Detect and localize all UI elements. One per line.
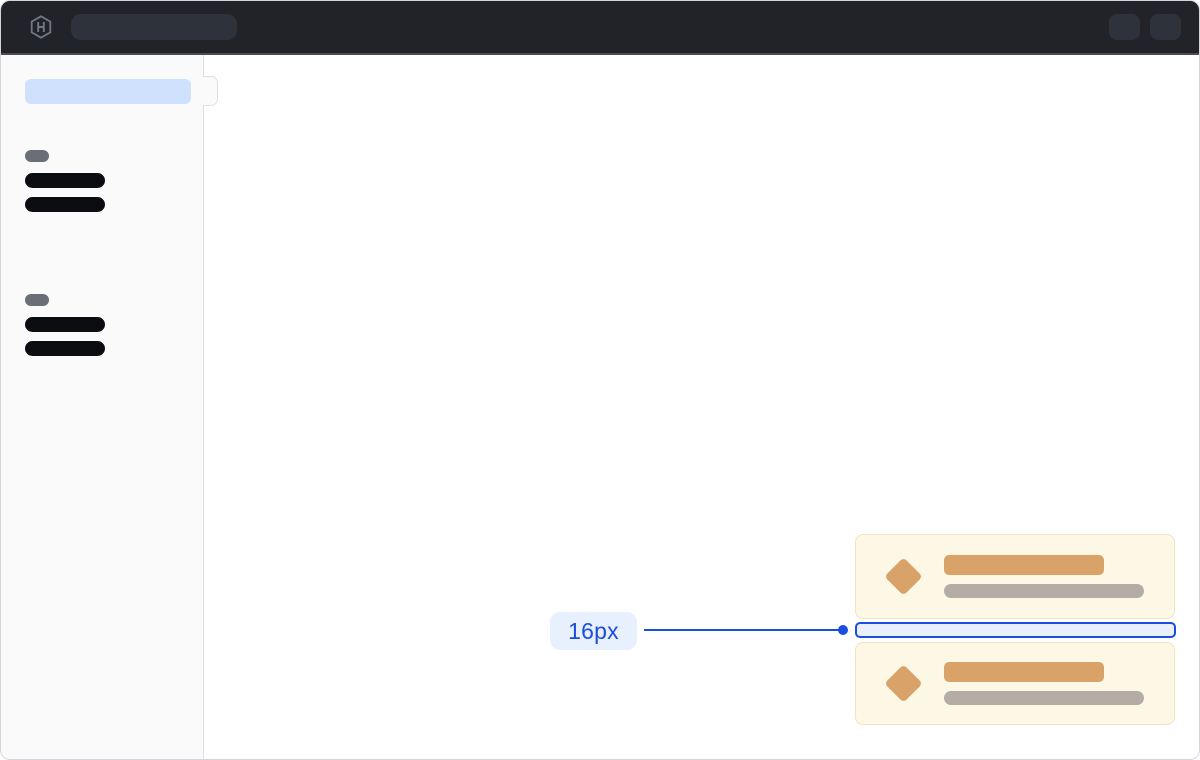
hashicorp-logo-icon[interactable]: [29, 15, 53, 39]
nav-action-placeholder: [1150, 14, 1181, 40]
card-description-placeholder: [944, 584, 1144, 598]
annotation-connector-dot: [838, 625, 848, 635]
alert-card: [855, 642, 1175, 725]
alert-card: [855, 534, 1175, 619]
sidebar-item-placeholder: [25, 197, 105, 212]
sidebar: [1, 55, 204, 759]
top-nav: [1, 1, 1199, 55]
card-text-block: [944, 662, 1144, 705]
sidebar-group-label-placeholder: [25, 150, 49, 162]
diamond-icon: [884, 664, 923, 703]
sidebar-active-item-placeholder: [25, 79, 191, 104]
nav-action-placeholder: [1109, 14, 1140, 40]
diamond-icon: [884, 557, 923, 596]
card-description-placeholder: [944, 691, 1144, 705]
card-title-placeholder: [944, 555, 1104, 575]
sidebar-item-placeholder: [25, 341, 105, 356]
sidebar-group-label-placeholder: [25, 294, 49, 306]
spacing-label: 16px: [550, 612, 637, 650]
sidebar-item-placeholder: [25, 317, 105, 332]
card-title-placeholder: [944, 662, 1104, 682]
card-text-block: [944, 555, 1144, 598]
annotation-connector-line: [644, 629, 843, 631]
nav-search-placeholder: [71, 14, 237, 40]
spacing-highlight: [855, 622, 1176, 638]
sidebar-item-placeholder: [25, 173, 105, 188]
sidebar-toggle-handle[interactable]: [203, 76, 218, 106]
main-content: 16px: [203, 55, 1199, 759]
nav-actions: [1109, 14, 1181, 40]
app-body: 16px: [1, 55, 1199, 759]
